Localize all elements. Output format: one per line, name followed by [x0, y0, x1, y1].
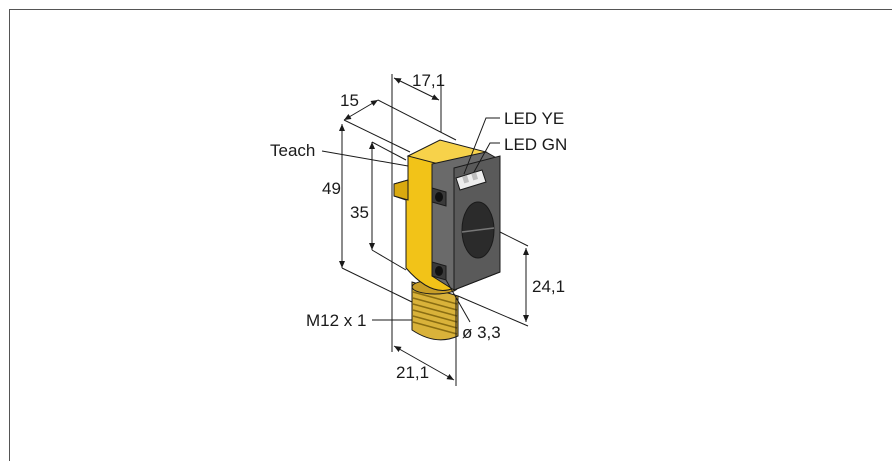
label-21-1: 21,1: [396, 363, 429, 382]
led-window: [455, 169, 487, 191]
label-led-gn: LED GN: [504, 135, 567, 154]
label-teach: Teach: [270, 141, 315, 160]
label-17-1: 17,1: [412, 71, 445, 90]
label-led-ye: LED YE: [504, 109, 564, 128]
lens: [461, 201, 495, 259]
dimension-lines: [321, 74, 529, 386]
label-24-1: 24,1: [532, 277, 565, 296]
sensor-body: [393, 139, 501, 341]
mounting-hole-top: [431, 187, 447, 207]
label-15: 15: [340, 91, 359, 110]
label-35: 35: [350, 203, 369, 222]
mounting-hole-bottom: [431, 261, 447, 281]
labels: 17,1 15 LED YE LED GN Teach 49 35 24,1 M…: [270, 71, 567, 382]
label-m12-thread: M12 x 1: [306, 311, 366, 330]
drawing-frame: [9, 9, 892, 461]
label-49: 49: [322, 179, 341, 198]
label-hole-diameter: ø 3,3: [462, 323, 501, 342]
